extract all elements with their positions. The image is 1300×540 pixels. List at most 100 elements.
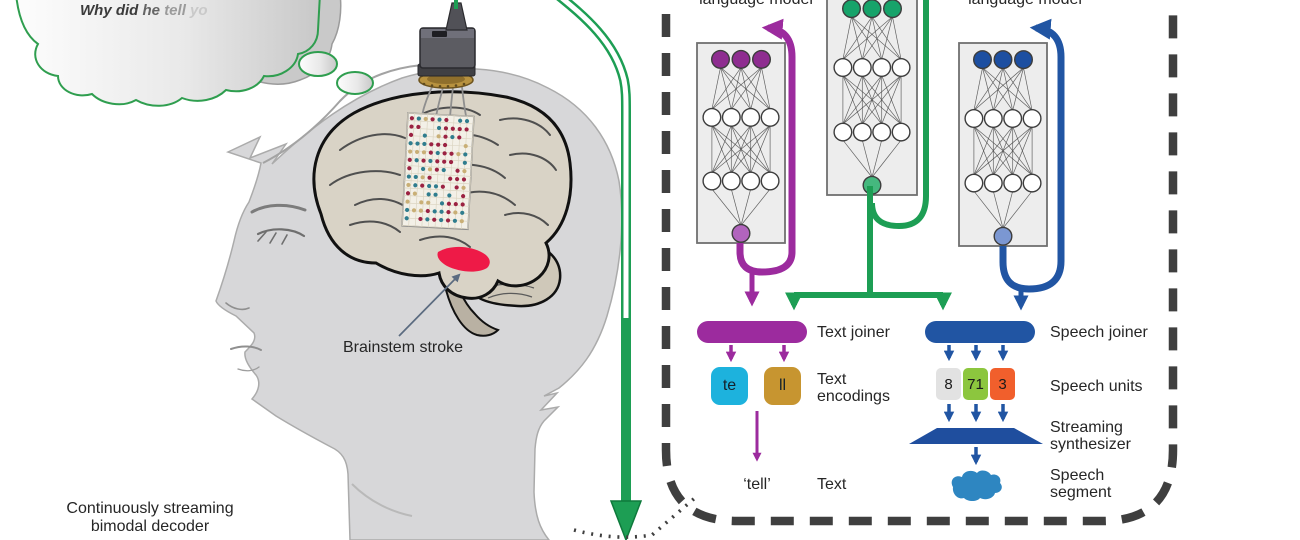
thought-bubble-cloud [15,0,321,107]
thought-bubble-dot-large [298,51,338,77]
bubble-word-segment: Why did [80,2,143,19]
bubble-word-segment: yo [190,2,208,19]
network-node [702,171,722,191]
text-joiner-label: Text joiner [817,324,890,341]
thought-bubble [15,0,374,107]
thought-bubble-text: Why did he tell yo [80,2,270,19]
network-panel-body [958,42,1048,247]
encoder-return-line [869,0,929,230]
network-node [731,223,751,243]
decoded-text-output: ‘tell’ [743,476,771,493]
network-node [972,50,993,70]
network-node [891,122,911,142]
connector-slot [432,31,447,37]
cable-inner [560,0,629,504]
text-language-model-network [696,42,786,244]
network-node [993,226,1013,246]
speech-language-model-network [958,42,1048,247]
network-node [760,171,780,191]
eyebrow [250,203,307,214]
network-node [710,49,731,69]
decoder-box-dashed-border [661,0,1178,526]
network-node [862,0,882,19]
speech-lm-recurrence-loop [999,18,1065,293]
network-node [983,109,1003,129]
connector-housing-top [421,29,474,38]
speech-joiner-bar [925,321,1035,343]
network-node [741,171,761,191]
connector-ring-pins [422,82,466,88]
flow-arrows [725,0,1065,466]
zoom-callout-dotted-line [573,495,698,539]
network-node [1022,109,1042,129]
decoder-caption-line1: Continuously streaming [66,500,234,517]
network-node [833,58,853,78]
synthesizer-label-line2: synthesizer [1050,436,1131,453]
text-encodings-label-line2: encodings [817,388,890,405]
speech-units-label: Speech units [1050,378,1143,395]
text-output-label: Text [817,476,847,493]
network-panel-body [826,0,918,196]
bubble-word-segment: tell [164,2,191,19]
network-node [1014,50,1034,70]
streaming-synthesizer-label: Streaming synthesizer [1050,419,1131,453]
text-encodings-label-line1: Text [817,371,847,388]
speech-segment-label-line2: segment [1050,484,1112,501]
network-node [964,109,984,129]
text-joiner-bar [697,321,807,343]
text-lm-recurrence-loop [736,18,796,276]
electrode-array [401,112,475,231]
network-node [833,122,853,142]
network-node [702,107,722,127]
text-lm-label: language model [695,0,817,8]
thought-bubble-dot-small [336,71,374,95]
network-node [964,173,984,193]
network-node [993,50,1013,70]
network-node [760,107,780,127]
text-encoding-token-ll: ll [764,367,801,405]
network-node [1022,173,1042,193]
network-node [852,122,872,142]
synthesizer-label-line1: Streaming [1050,419,1123,436]
neural-encoder-network [826,0,918,196]
speech-unit-chip: 71 [963,368,988,400]
text-encoding-token-te: te [711,367,748,405]
network-node [842,0,861,19]
lower-lip-line [237,366,260,372]
percutaneous-connector [417,2,476,89]
shoulder-line [351,483,413,517]
brainstem-stroke-label: Brainstem stroke [343,339,464,356]
network-node [883,0,902,19]
network-node [741,107,761,127]
network-node [983,173,1003,193]
mouth-line [230,345,262,351]
decoder-caption: Continuously streaming bimodal decoder [40,500,260,535]
hairline [262,64,423,164]
decoder-caption-line2: bimodal decoder [90,517,210,535]
network-node [891,58,911,78]
nostril-line [225,302,250,311]
bubble-word-segment: he [142,2,165,19]
closed-eye [256,228,306,238]
speech-unit-chip: 8 [936,368,961,400]
network-node [852,58,872,78]
eyelashes [257,231,288,245]
network-node [1003,173,1023,193]
speech-joiner-label: Speech joiner [1050,324,1148,341]
network-node [1003,109,1023,129]
speech-unit-chip: 3 [990,368,1015,400]
brainstem-annotation-arrow [398,273,461,337]
network-node [752,49,772,69]
network-node [872,58,892,78]
speech-lm-label: language model [964,0,1086,8]
cable-arrowhead [609,500,643,540]
network-node [721,171,741,191]
speech-segment-waveform [951,470,1002,501]
electrode-array-grid [401,112,475,230]
text-encodings-label: Text encodings [817,371,890,405]
network-panel-body [696,42,786,244]
streaming-synthesizer-trapezoid [909,428,1043,444]
network-node [731,49,751,69]
neural-cable [454,0,643,540]
